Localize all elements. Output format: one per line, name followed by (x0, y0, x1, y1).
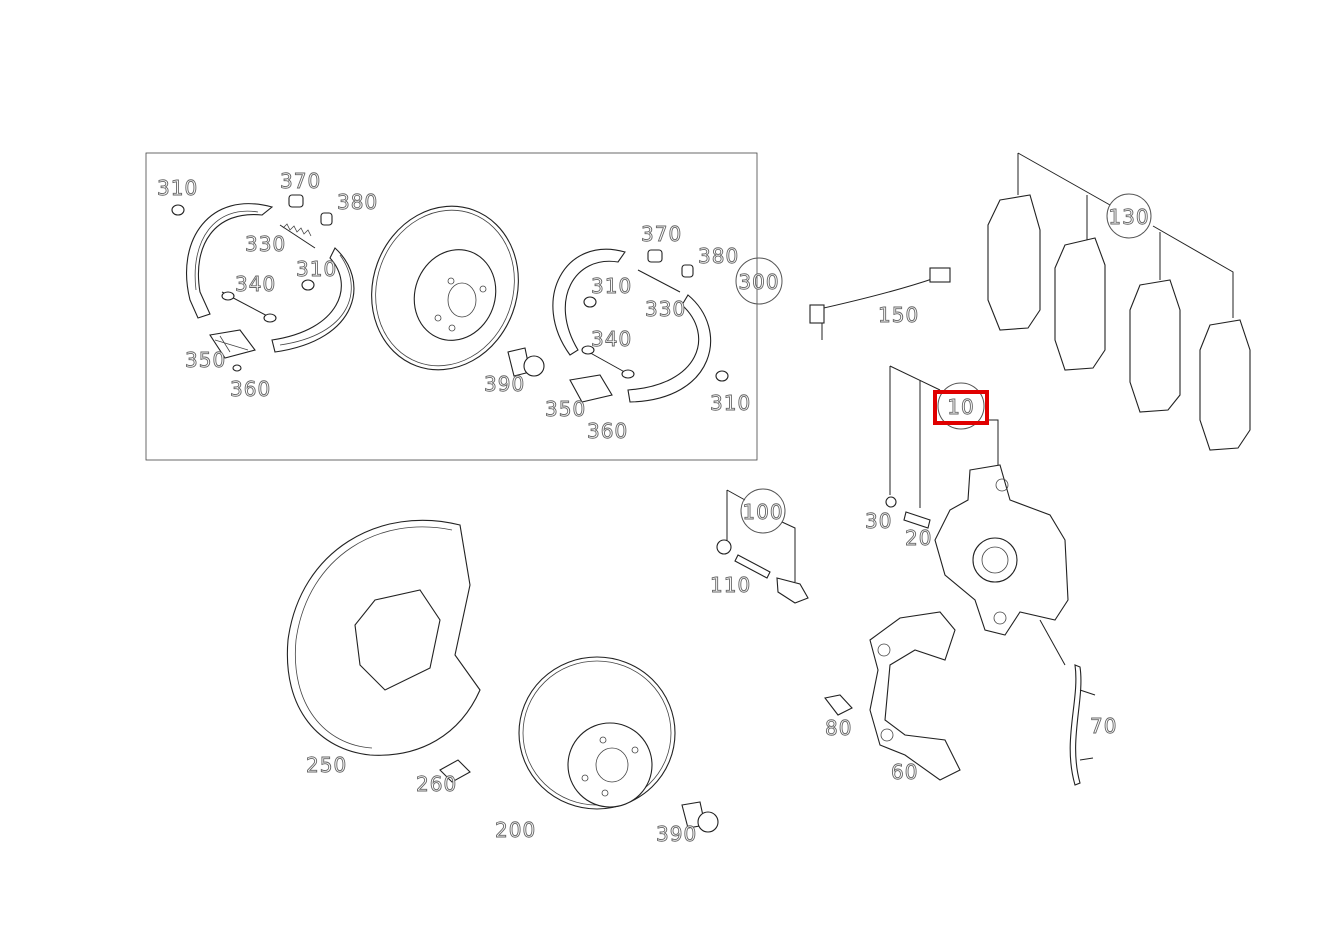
label-340[interactable]: 340 (235, 272, 276, 297)
bolt-80[interactable] (824, 694, 853, 716)
label-310[interactable]: 310 (296, 257, 337, 282)
clip-310-c[interactable] (583, 296, 597, 308)
part-380-a[interactable] (320, 212, 333, 226)
label-350[interactable]: 350 (185, 348, 226, 373)
label-200[interactable]: 200 (495, 818, 536, 843)
label-30[interactable]: 30 (865, 509, 892, 534)
clip-310-a[interactable] (171, 204, 185, 216)
brake-shoe-left-a[interactable] (186, 203, 274, 319)
callout-300-circle[interactable] (735, 257, 783, 305)
guide-bushing[interactable] (716, 539, 732, 555)
clip-310-b[interactable] (301, 279, 315, 291)
label-380[interactable]: 380 (698, 244, 739, 269)
part-360-a[interactable] (232, 364, 242, 372)
bolt-260[interactable] (439, 759, 471, 783)
label-330[interactable]: 330 (645, 297, 686, 322)
part-380-b[interactable] (681, 264, 694, 278)
brake-shoe-left-b[interactable] (271, 247, 355, 353)
spring-leader (1039, 619, 1066, 666)
highlight-box-10 (933, 390, 989, 425)
label-310[interactable]: 310 (710, 391, 751, 416)
callout-10[interactable]: 10 (947, 395, 974, 420)
guide-cap[interactable] (776, 577, 809, 604)
label-260[interactable]: 260 (416, 772, 457, 797)
label-250[interactable]: 250 (306, 753, 347, 778)
callout-10-circle[interactable] (937, 382, 985, 430)
brake-pads-130[interactable] (987, 152, 1251, 451)
clip-310-d[interactable] (715, 370, 729, 382)
callout-100[interactable]: 100 (742, 500, 783, 525)
wear-sensor-150[interactable] (809, 267, 951, 340)
bolt-390-b[interactable] (681, 801, 719, 833)
part-370-a[interactable] (288, 194, 304, 208)
callout-130[interactable]: 130 (1108, 205, 1149, 230)
brake-shoe-right-a[interactable] (552, 248, 626, 356)
cap-30[interactable] (885, 496, 897, 508)
brake-shoe-right-b[interactable] (627, 294, 712, 403)
label-360[interactable]: 360 (587, 419, 628, 444)
label-360[interactable]: 360 (230, 377, 271, 402)
callout-300[interactable]: 300 (738, 270, 779, 295)
label-310[interactable]: 310 (157, 176, 198, 201)
callout-130-circle[interactable] (1106, 193, 1152, 239)
label-390[interactable]: 390 (656, 822, 697, 847)
adjuster-350-b[interactable] (569, 374, 613, 403)
spring-330-a[interactable] (279, 223, 316, 249)
guide-pin[interactable] (734, 554, 771, 579)
label-80[interactable]: 80 (825, 716, 852, 741)
guide-leader-lines (726, 489, 796, 582)
label-70[interactable]: 70 (1090, 714, 1117, 739)
label-330[interactable]: 330 (245, 232, 286, 257)
dust-shield-250[interactable] (286, 519, 481, 756)
label-390[interactable]: 390 (484, 372, 525, 397)
label-110[interactable]: 110 (710, 573, 751, 598)
label-380[interactable]: 380 (337, 190, 378, 215)
parking-brake-group-box (145, 152, 758, 461)
adjuster-350-a[interactable] (209, 329, 256, 359)
label-370[interactable]: 370 (280, 169, 321, 194)
label-20[interactable]: 20 (905, 526, 932, 551)
brake-disc-200[interactable] (518, 656, 676, 810)
anti-rattle-spring-70[interactable] (1069, 664, 1096, 786)
label-60[interactable]: 60 (891, 760, 918, 785)
callout-100-circle[interactable] (740, 488, 786, 534)
bleeder-20[interactable] (903, 511, 931, 529)
label-340[interactable]: 340 (591, 327, 632, 352)
label-370[interactable]: 370 (641, 222, 682, 247)
spring-330-b[interactable] (637, 269, 681, 293)
caliper-carrier-60[interactable] (869, 611, 961, 781)
label-350[interactable]: 350 (545, 397, 586, 422)
label-310[interactable]: 310 (591, 274, 632, 299)
spring-340-b[interactable] (581, 345, 635, 379)
bolt-390-a[interactable] (507, 347, 545, 377)
part-370-b[interactable] (647, 249, 663, 263)
brake-drum-disc[interactable] (349, 185, 541, 390)
brake-caliper-10[interactable] (934, 464, 1069, 636)
label-150[interactable]: 150 (878, 303, 919, 328)
spring-340-a[interactable] (221, 291, 277, 323)
caliper-leader-lines (889, 365, 999, 508)
